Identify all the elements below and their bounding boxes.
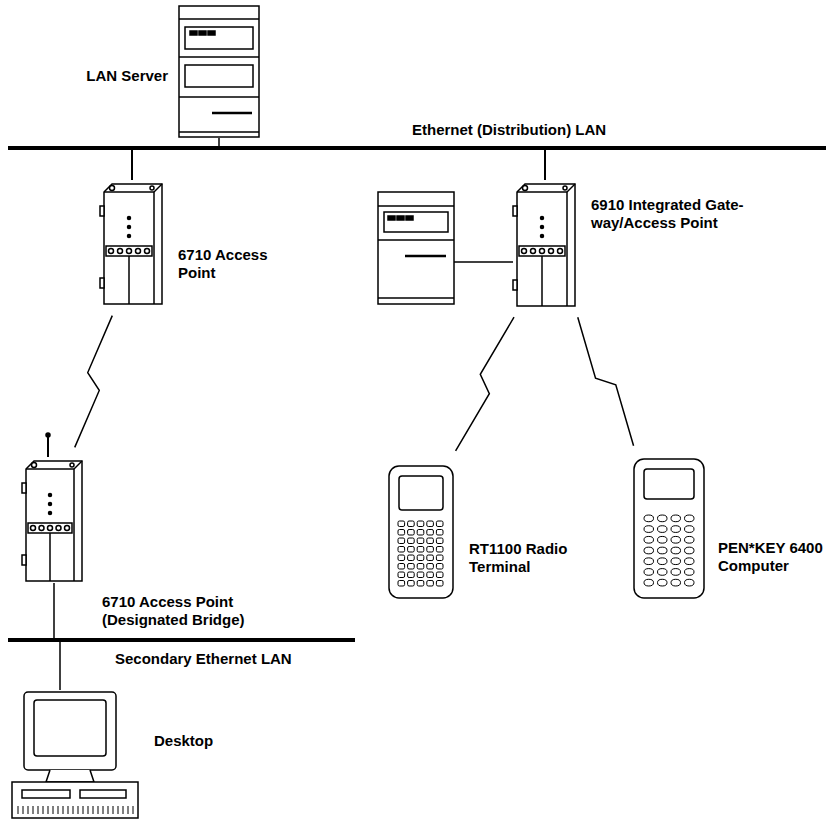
network-device: 6910 Integrated Gate-way/Access Point: [513, 180, 579, 308]
gateway-server: [378, 192, 454, 304]
device-label: PEN*KEY 6400 Computer: [718, 539, 826, 575]
network-label: Secondary Ethernet LAN: [113, 650, 294, 668]
device-icon: [178, 5, 260, 138]
gateway-server-link: [454, 261, 513, 263]
antenna: [47, 436, 49, 457]
network-device: Desktop: [10, 690, 142, 822]
device-label: 6710 Access Point (Designated Bridge): [102, 593, 272, 629]
antenna-link: [131, 148, 133, 180]
device-icon: [22, 457, 86, 583]
network-label: Ethernet (Distribution) LAN: [410, 121, 608, 139]
device-icon: [385, 460, 457, 600]
bridge-drop: [53, 583, 55, 640]
radio-link: [75, 316, 113, 448]
network-device: 6710 Access Point: [100, 180, 166, 306]
device-icon: [100, 180, 166, 306]
device-label: Desktop: [154, 732, 213, 750]
antenna-link: [544, 148, 546, 180]
device-label: LAN Server: [86, 67, 168, 85]
device-icon: [513, 180, 579, 308]
device-label: RT1100 Radio Terminal: [469, 540, 594, 576]
device-label: 6710 Access Point: [178, 246, 283, 282]
antenna-tip: [46, 433, 50, 437]
network-device: 6710 Access Point (Designated Bridge): [22, 457, 86, 583]
device-icon: [630, 455, 708, 600]
network-device: PEN*KEY 6400 Computer: [630, 455, 708, 600]
network-device: RT1100 Radio Terminal: [385, 460, 457, 600]
network-device: LAN Server: [178, 5, 260, 138]
radio-link: [578, 317, 634, 446]
device-label: 6910 Integrated Gate-way/Access Point: [591, 196, 781, 232]
server-drop: [218, 138, 220, 148]
ethernet-bus: [8, 146, 826, 150]
desktop-drop: [59, 640, 61, 690]
radio-link: [456, 317, 514, 451]
device-icon: [10, 690, 142, 822]
